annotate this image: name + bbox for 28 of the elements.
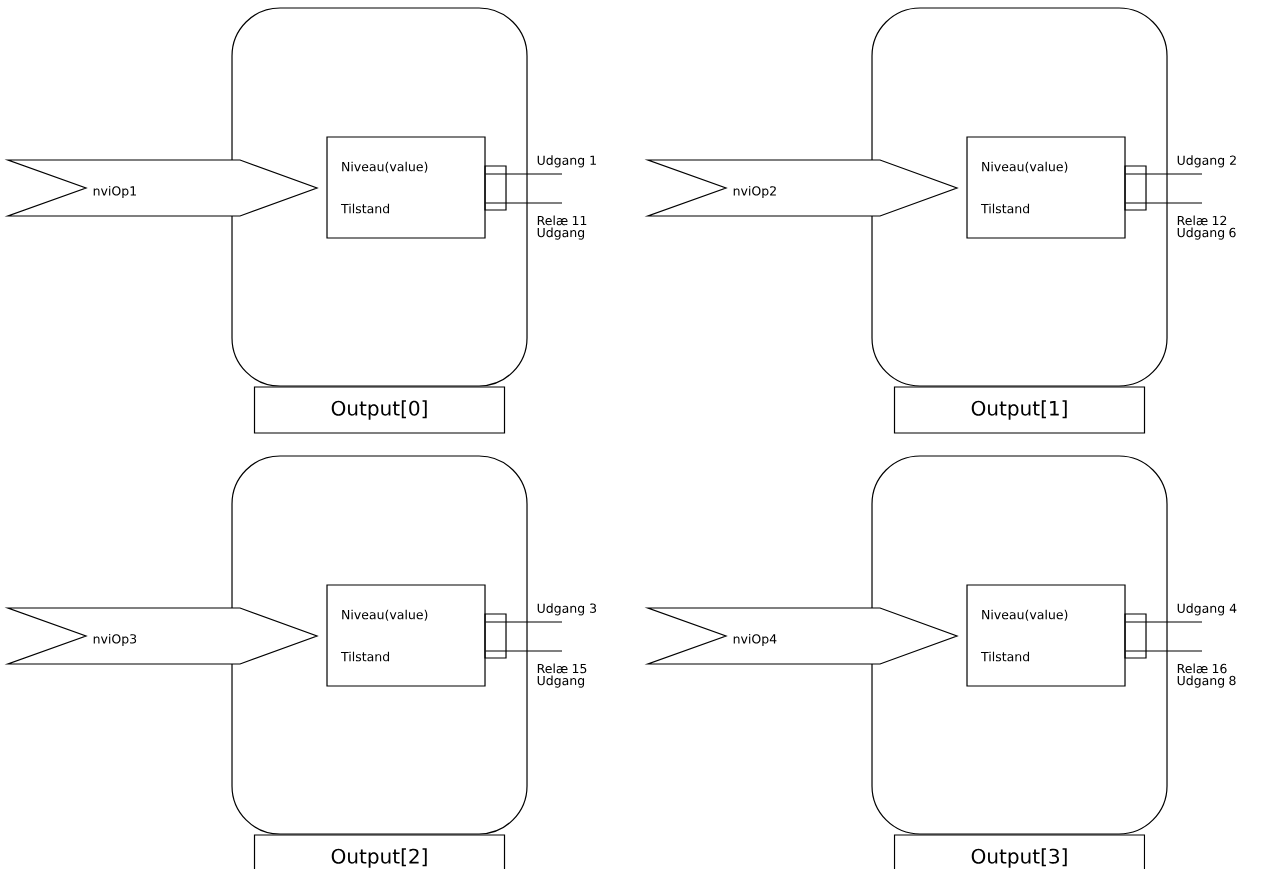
value-box: Niveau(value) Tilstand: [326, 584, 486, 687]
edge-label: Udgang 3: [536, 603, 598, 616]
output-line: [485, 202, 563, 204]
device-box: [231, 7, 528, 387]
output-line: [1125, 173, 1203, 175]
output-line: [485, 173, 563, 175]
edge-label: Udgang 2: [1176, 155, 1238, 168]
output-label-box: Output[0]: [253, 386, 506, 434]
output-label-box: Output[3]: [893, 834, 1146, 869]
output-line: [1125, 621, 1203, 623]
edge-label: Udgang 4: [1176, 603, 1238, 616]
output-line: [485, 650, 563, 652]
output-line: [1125, 650, 1203, 652]
edge-label: Relæ 15 Udgang: [537, 663, 587, 688]
device-box: [231, 455, 528, 835]
device-box: [871, 455, 1168, 835]
output-line: [1125, 202, 1203, 204]
device-box: [871, 7, 1168, 387]
edge-label: Udgang 1: [536, 155, 598, 168]
output-label-box: Output[1]: [893, 386, 1146, 434]
value-box: Niveau(value) Tilstand: [326, 136, 486, 239]
edge-label: Relæ 12 Udgang 6: [1177, 215, 1236, 240]
value-box: Niveau(value) Tilstand: [966, 584, 1126, 687]
edge-label: Relæ 11 Udgang: [537, 215, 587, 240]
output-line: [485, 621, 563, 623]
value-box: Niveau(value) Tilstand: [966, 136, 1126, 239]
output-label-box: Output[2]: [253, 834, 506, 869]
edge-label: Relæ 16 Udgang 8: [1177, 663, 1236, 688]
